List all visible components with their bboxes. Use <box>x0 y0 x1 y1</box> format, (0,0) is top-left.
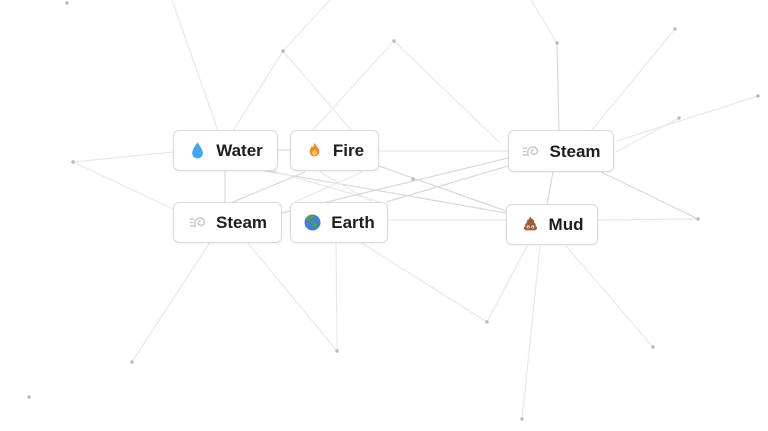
steam-icon <box>521 142 540 161</box>
element-card-label: Earth <box>331 213 375 232</box>
element-card-mud[interactable]: Mud <box>506 204 598 245</box>
element-card-steam-top[interactable]: Steam <box>508 130 614 172</box>
element-card-water[interactable]: Water <box>173 130 278 171</box>
steam-icon <box>188 213 207 232</box>
mud-poop-icon <box>521 215 540 234</box>
element-card-label: Steam <box>549 141 601 161</box>
element-card-label: Mud <box>548 215 584 234</box>
fire-icon <box>305 141 324 160</box>
element-card-fire[interactable]: Fire <box>290 130 379 171</box>
element-card-label: Steam <box>215 213 268 232</box>
element-card-label: Fire <box>332 141 365 160</box>
element-card-label: Water <box>216 141 263 160</box>
element-card-steam-bottom[interactable]: Steam <box>173 202 282 243</box>
earth-globe-icon <box>303 213 322 232</box>
water-drop-icon <box>188 141 207 160</box>
element-card-earth[interactable]: Earth <box>290 202 388 243</box>
